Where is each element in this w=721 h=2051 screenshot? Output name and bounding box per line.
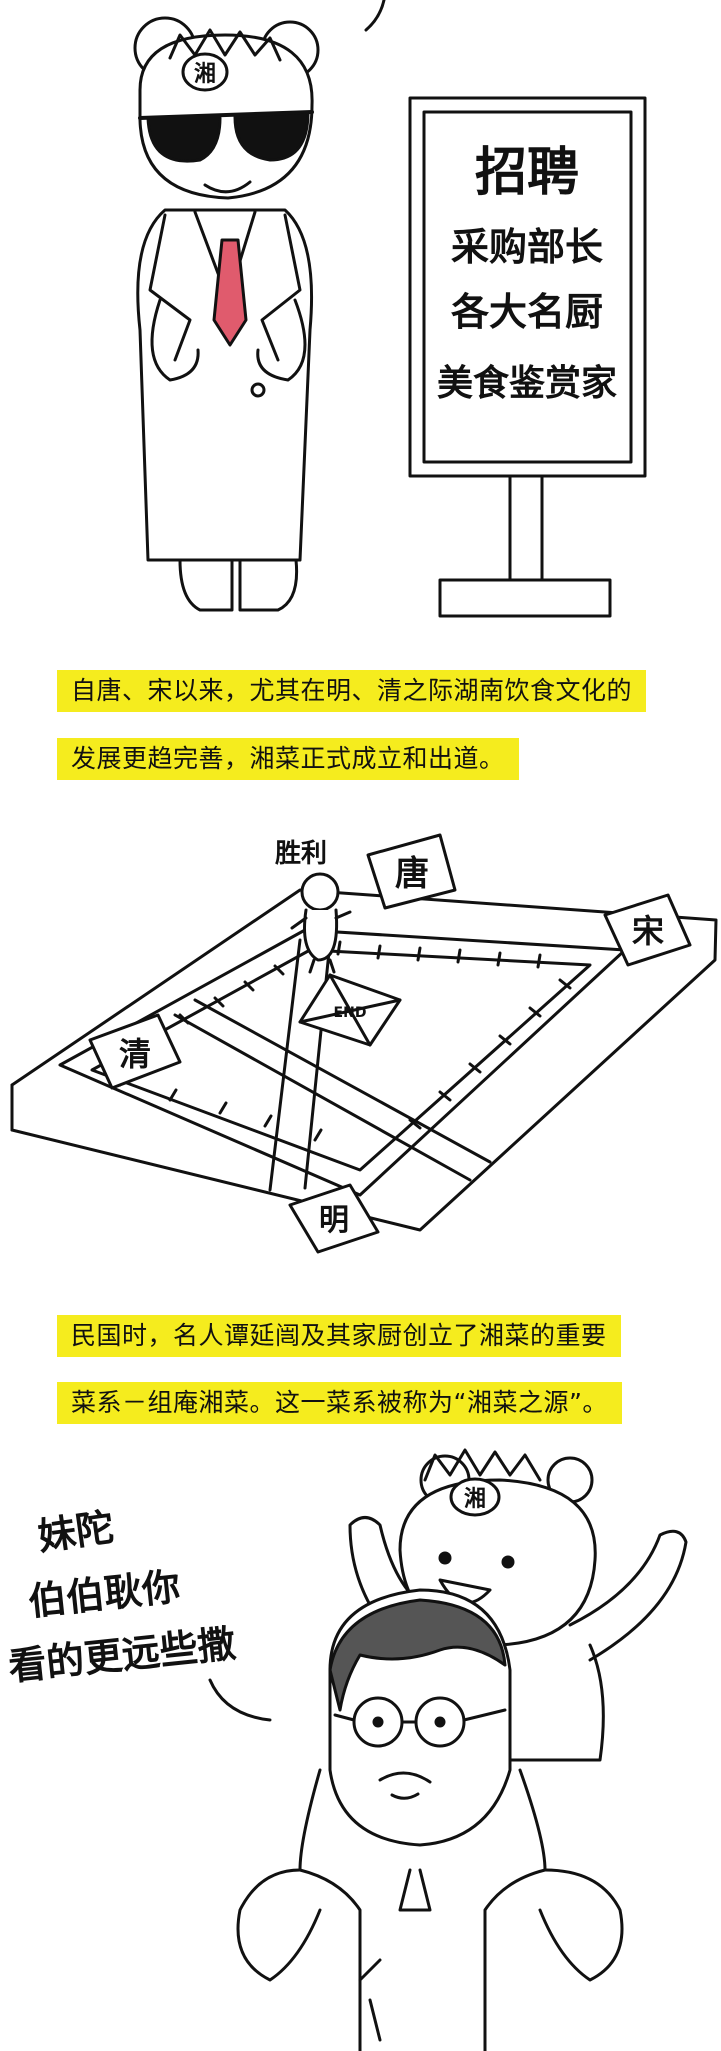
tile-bottom: 明	[319, 1203, 349, 1238]
badge-text-2: 湘	[464, 1487, 486, 1512]
speech-line-3: 看的更远些撒	[6, 1621, 237, 1689]
tile-left: 清	[119, 1035, 151, 1073]
badge-text: 湘	[194, 62, 216, 87]
sign-line-3: 各大名厨	[451, 290, 603, 334]
sign-line-2: 采购部长	[451, 225, 603, 269]
panel-shoulder-ride: 湘 妹陀 伯伯耿你 看的更远些撒	[0, 1440, 721, 2051]
sign-line-1: 招聘	[475, 143, 579, 203]
speech-line-2: 伯伯耿你	[26, 1564, 182, 1624]
center-tile-label: END	[334, 1005, 367, 1021]
victory-label: 胜利	[275, 839, 327, 869]
caption-2-line-2: 菜系－组庵湘菜。这一菜系被称为“湘菜之源”。	[57, 1382, 622, 1424]
recruitment-illustration: 湘 招聘 采购部长 各大名厨 美食鉴赏家	[133, 0, 647, 618]
caption-1-line-2: 发展更趋完善，湘菜正式成立和出道。	[57, 738, 519, 780]
caption-1-line-1: 自唐、宋以来，尤其在明、清之际湖南饮食文化的	[57, 670, 647, 712]
board-game-illustration: 胜利 唐 宋 清 明 END	[10, 833, 718, 1254]
tile-right: 宋	[632, 912, 664, 950]
tile-top: 唐	[395, 854, 429, 894]
sign-line-4: 美食鉴赏家	[437, 363, 617, 404]
panel-recruitment: 湘 招聘 采购部长 各大名厨 美食鉴赏家	[0, 0, 721, 640]
shoulder-ride-illustration: 湘 妹陀 伯伯耿你 看的更远些撒	[6, 1448, 688, 2051]
panel-board-game: 胜利 唐 宋 清 明 END	[0, 800, 721, 1300]
caption-2-line-1: 民国时，名人谭延闿及其家厨创立了湘菜的重要	[57, 1315, 621, 1357]
speech-line-1: 妹陀	[35, 1505, 116, 1559]
